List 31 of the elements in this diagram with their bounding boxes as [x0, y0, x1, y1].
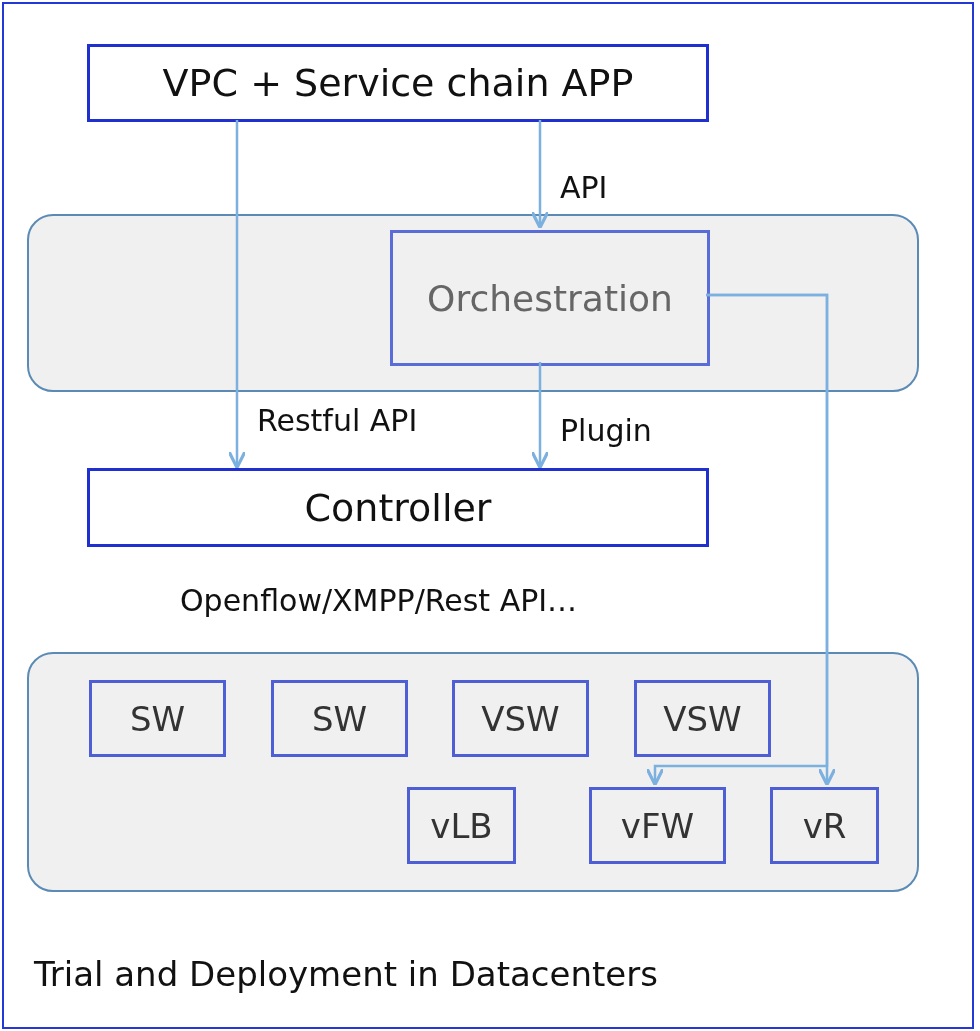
node-label: vFW — [620, 805, 695, 846]
layer-band — [27, 652, 919, 892]
device-box — [271, 680, 408, 757]
node-label: VSW — [663, 698, 742, 739]
node-label: VPC + Service chain APP — [162, 61, 634, 105]
arrow — [530, 362, 550, 470]
device-box — [452, 680, 589, 757]
device-box — [407, 787, 516, 864]
device-box — [770, 787, 879, 864]
protocol-label: Openflow/XMPP/Rest API… — [180, 583, 578, 618]
orchestration-box — [390, 230, 710, 366]
component-box — [87, 44, 709, 122]
arrow — [530, 120, 550, 230]
device-box — [89, 680, 226, 757]
device-box — [634, 680, 771, 757]
node-label: vR — [802, 805, 847, 846]
edge-label: Restful API — [257, 403, 418, 438]
node-label: VSW — [481, 698, 560, 739]
edge-label: Plugin — [560, 413, 652, 448]
arrow — [645, 293, 829, 787]
node-label: Controller — [304, 485, 492, 530]
node-label: SW — [311, 698, 368, 739]
arrow — [227, 120, 247, 470]
layer-band — [27, 214, 919, 392]
component-box — [87, 468, 709, 547]
device-box — [589, 787, 726, 864]
node-label: SW — [129, 698, 186, 739]
node-label: Orchestration — [427, 277, 673, 319]
edge-label: API — [560, 170, 608, 205]
node-label: vLB — [430, 805, 493, 846]
caption-text: Trial and Deployment in Datacenters — [34, 954, 658, 994]
